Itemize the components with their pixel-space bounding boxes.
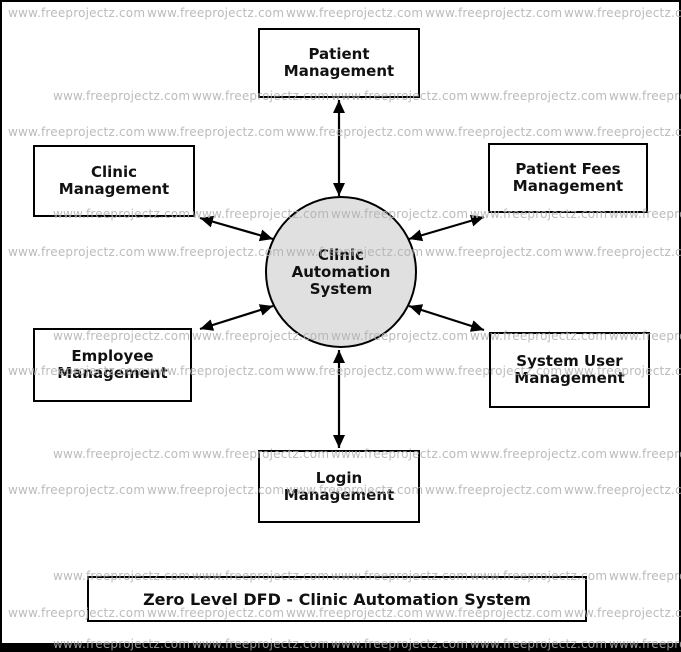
entity-patient-fees-management: Patient Fees Management [488,143,648,213]
diagram-title: Zero Level DFD - Clinic Automation Syste… [87,576,587,622]
entity-login-management: Login Management [258,450,420,523]
connector-clinic-management [199,215,274,242]
connector-system-user-management [408,304,485,332]
entity-system-user-management: System User Management [489,332,650,408]
entity-employee-management: Employee Management [33,328,192,402]
connector-employee-management [199,304,274,331]
connector-patient-fees-management [408,214,485,242]
entity-clinic-management: Clinic Management [33,145,195,217]
entity-patient-management: Patient Management [258,28,420,98]
process-clinic-automation-system: Clinic Automation System [265,196,417,348]
